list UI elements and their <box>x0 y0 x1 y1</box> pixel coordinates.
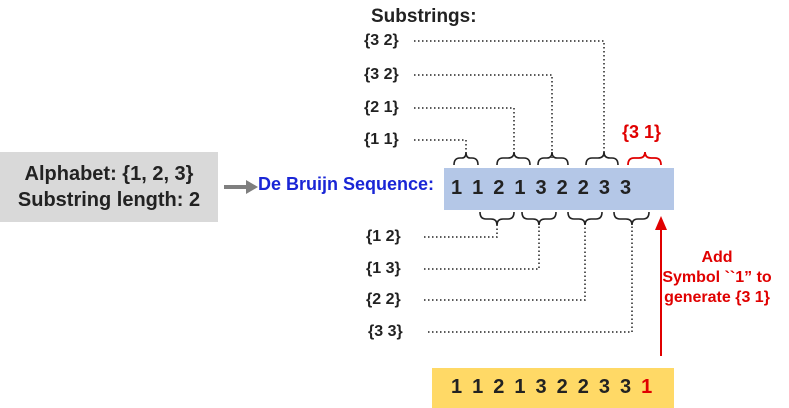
final-symbol: 1 <box>472 376 484 398</box>
bottom-substring-3: {2 2} <box>366 291 401 308</box>
top-substring-3: {2 1} <box>364 99 399 116</box>
final-symbol: 1 <box>514 376 526 398</box>
leader-bottom-4 <box>428 224 633 333</box>
brace-bottom-2 <box>521 211 557 226</box>
leader-top-2 <box>414 74 553 158</box>
leader-top-3 <box>414 107 515 152</box>
add-note-line: Add <box>701 249 733 266</box>
brace-top-3 <box>537 151 569 166</box>
alphabet-box: Alphabet: {1, 2, 3} Substring length: 2 <box>0 152 218 222</box>
final-symbol: 3 <box>620 376 632 398</box>
final-added-symbol: 1 <box>641 376 653 398</box>
sequence-symbol: 3 <box>598 177 610 199</box>
brace-bottom-4 <box>613 211 650 226</box>
brace-top-4 <box>585 151 619 166</box>
brace-top-wrap <box>627 151 662 166</box>
brace-bottom-3 <box>567 211 603 226</box>
brace-top-2 <box>496 151 531 166</box>
final-symbol: 3 <box>598 376 610 398</box>
sequence-box <box>444 168 674 210</box>
add-note-line: generate {3 1} <box>664 289 770 306</box>
bottom-substring-4: {3 3} <box>368 323 403 340</box>
bottom-substring-2: {1 3} <box>366 260 401 277</box>
sequence-symbol: 1 <box>451 177 463 199</box>
sequence-symbol: 2 <box>493 177 505 199</box>
brace-top-1 <box>453 151 479 166</box>
final-symbol: 2 <box>577 376 589 398</box>
bottom-substring-1: {1 2} <box>366 228 401 245</box>
sequence-symbol: 2 <box>577 177 589 199</box>
sequence-symbols: 1 1 2 1 3 2 2 3 3 <box>451 177 631 200</box>
top-substring-4: {1 1} <box>364 131 399 148</box>
final-symbol: 1 <box>451 376 463 398</box>
leader-bottom-3 <box>424 224 586 301</box>
substring-length-label: Substring length: 2 <box>17 189 201 211</box>
final-sequence-symbols: 1 1 2 1 3 2 2 3 3 1 <box>451 376 652 399</box>
wrap-substring: {3 1} <box>622 122 662 142</box>
final-sequence-box <box>432 368 674 408</box>
add-symbol-note: Add Symbol ``1” to generate {3 1} <box>646 248 788 308</box>
de-bruijn-label: De Bruijn Sequence: <box>258 174 435 194</box>
top-substring-2: {3 2} <box>364 66 399 83</box>
final-symbol: 3 <box>535 376 547 398</box>
leader-top-1 <box>414 40 605 158</box>
brace-bottom-1 <box>479 211 515 226</box>
leader-bottom-1 <box>424 224 498 238</box>
add-symbol-arrow-head <box>655 216 667 230</box>
alphabet-label: Alphabet: {1, 2, 3} <box>24 163 194 185</box>
final-symbol: 2 <box>556 376 568 398</box>
sequence-symbol: 3 <box>620 177 632 199</box>
add-note-line: Symbol ``1” to <box>662 269 772 286</box>
sequence-symbol: 2 <box>556 177 568 199</box>
substrings-title: Substrings: <box>371 6 477 27</box>
leader-top-4 <box>414 139 467 152</box>
leader-bottom-2 <box>424 224 540 270</box>
final-symbol: 2 <box>493 376 505 398</box>
flow-arrow-head <box>246 180 258 194</box>
sequence-symbol: 3 <box>535 177 547 199</box>
top-substring-1: {3 2} <box>364 32 399 49</box>
sequence-symbol: 1 <box>472 177 484 199</box>
sequence-symbol: 1 <box>514 177 526 199</box>
